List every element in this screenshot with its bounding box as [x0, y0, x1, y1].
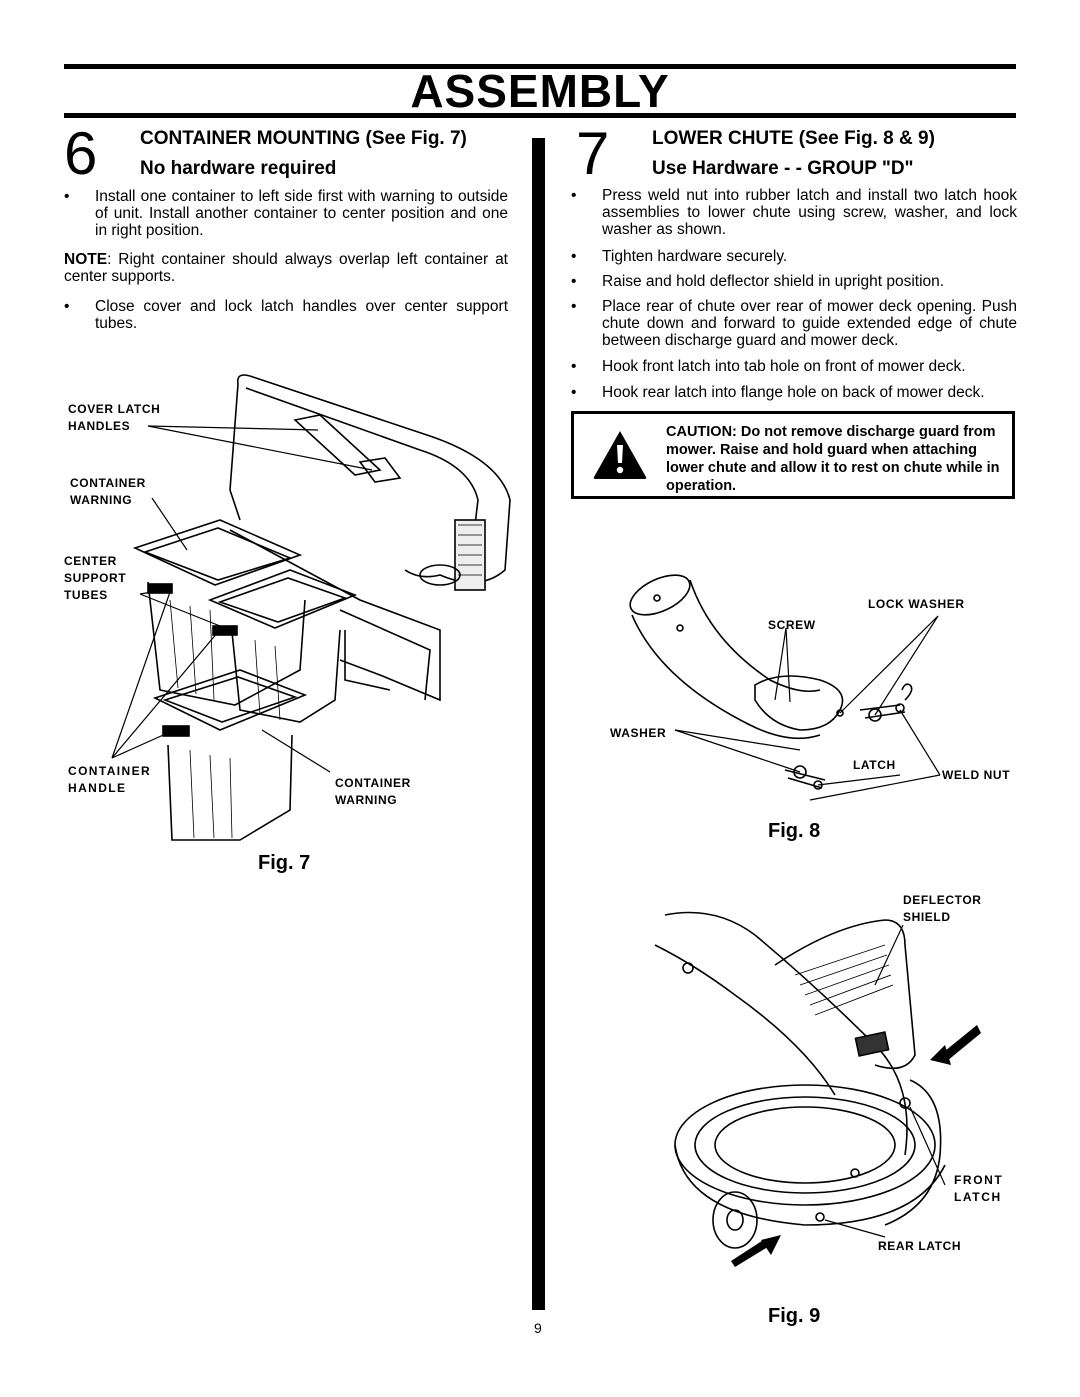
label-container-handle: CONTAINER HANDLE	[68, 764, 152, 795]
fig9-illustration	[654, 911, 981, 1267]
page-title: ASSEMBLY	[410, 65, 670, 117]
fig8-illustration	[629, 574, 941, 801]
step-7-heading: LOWER CHUTE (See Fig. 8 & 9)	[652, 128, 935, 149]
header-rule-top	[64, 64, 1016, 69]
step-6-subheading: No hardware required	[140, 158, 337, 179]
fig7-illustration	[111, 374, 511, 841]
page-number: 9	[534, 1320, 542, 1336]
warning-icon	[593, 431, 647, 479]
label-lock-washer: LOCK WASHER	[868, 597, 965, 611]
caution-box: CAUTION: Do not remove discharge guard f…	[571, 411, 1015, 499]
label-container-warning-top: CONTAINER WARNING	[70, 476, 146, 507]
label-weld-nut: WELD NUT	[942, 768, 1011, 782]
step-6-heading: CONTAINER MOUNTING (See Fig. 7)	[140, 128, 467, 149]
step-6-note: NOTE: Right container should always over…	[64, 251, 508, 285]
fig7-caption: Fig. 7	[258, 852, 311, 874]
fig8-caption: Fig. 8	[768, 820, 821, 842]
note-text: : Right container should always overlap …	[64, 251, 508, 285]
label-cover-latch-handles: COVER LATCH HANDLES	[68, 402, 161, 433]
note-label: NOTE	[64, 251, 108, 268]
label-rear-latch: REAR LATCH	[878, 1239, 962, 1253]
column-divider	[532, 138, 545, 1310]
label-container-warning-bottom: CONTAINER WARNING	[335, 776, 411, 807]
label-screw: SCREW	[768, 618, 816, 632]
label-deflector-shield: DEFLECTOR SHIELD	[903, 893, 982, 924]
header-rule-bottom	[64, 113, 1016, 118]
step-6-number: 6	[64, 120, 98, 187]
label-latch: LATCH	[853, 758, 896, 772]
label-center-support-tubes: CENTER SUPPORT TUBES	[64, 554, 127, 602]
label-front-latch: FRONT LATCH	[954, 1173, 1004, 1204]
step-7-subheading: Use Hardware - - GROUP "D"	[652, 158, 914, 179]
fig9-caption: Fig. 9	[768, 1305, 821, 1327]
label-washer: WASHER	[610, 726, 667, 740]
step-7-number: 7	[576, 120, 610, 187]
caution-text: CAUTION: Do not remove discharge guard f…	[666, 424, 1000, 494]
